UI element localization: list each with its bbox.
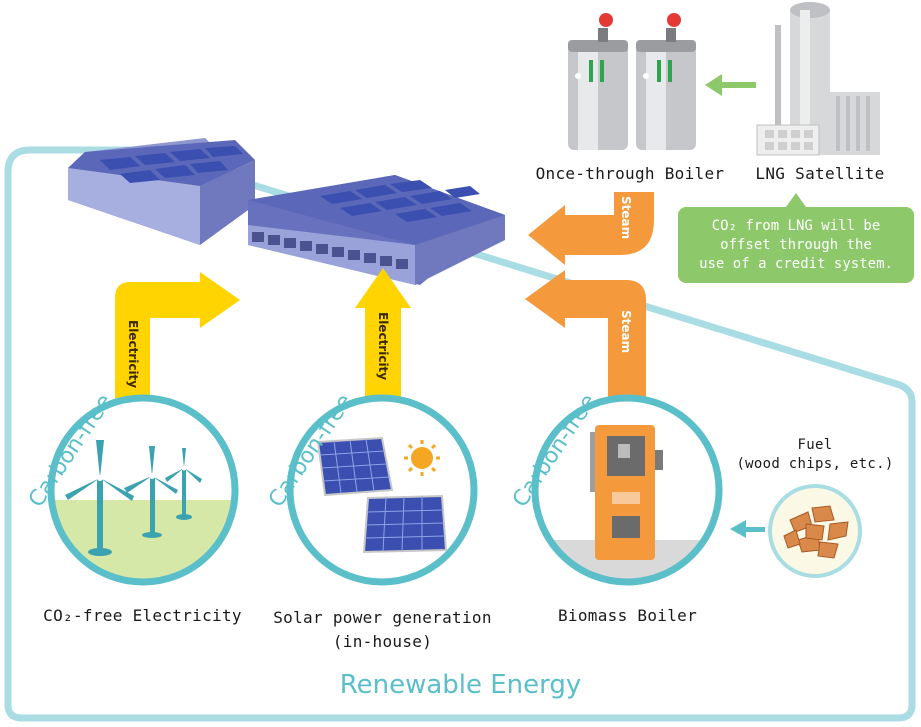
lng-satellite-label: LNG Satellite — [755, 164, 885, 183]
renewable-energy-boundary — [4, 146, 916, 722]
fuel-label-line2: (wood chips, etc.) — [736, 456, 894, 472]
steam-label-upper: Steam — [619, 196, 633, 240]
co2-offset-note: CO₂ from LNG will be offset through the … — [678, 193, 914, 283]
solar-power-label-line2: (in-house) — [332, 632, 433, 651]
gas-supply-arrow — [705, 74, 756, 96]
wood-chips-icon — [783, 505, 849, 559]
electricity-arrow-left — [115, 272, 240, 398]
once-through-boiler-icon — [568, 13, 696, 150]
co2-free-electricity-label: CO₂-free Electricity — [43, 606, 242, 625]
lng-satellite-icon — [756, 2, 880, 156]
electricity-label-middle: Electricity — [376, 312, 390, 381]
co2-note-line: offset through the — [720, 237, 872, 253]
solar-panel-icon — [316, 436, 448, 554]
biomass-boiler-label: Biomass Boiler — [557, 606, 698, 625]
fuel-supply-arrow — [730, 520, 765, 538]
biomass-boiler-icon — [590, 425, 663, 560]
wind-power-circle — [47, 394, 239, 586]
steam-arrow-lower — [525, 270, 646, 398]
solar-power-label: Solar power generation (in-house) — [260, 606, 505, 654]
wind-turbine-icon — [65, 440, 202, 556]
steam-label-lower: Steam — [619, 310, 633, 354]
fuel-label: Fuel (wood chips, etc.) — [730, 436, 900, 474]
fuel-label-line1: Fuel — [797, 437, 833, 453]
co2-note-line: CO₂ from LNG will be — [711, 218, 881, 234]
factory-icon — [68, 138, 505, 285]
once-through-boiler-label: Once-through Boiler — [535, 164, 725, 183]
sun-icon — [404, 440, 440, 476]
renewable-energy-title: Renewable Energy — [339, 670, 582, 700]
solar-power-circle — [286, 394, 478, 586]
co2-note-line: use of a credit system. — [699, 256, 893, 272]
steam-arrow-upper — [528, 192, 654, 265]
electricity-label-left: Electricity — [126, 320, 140, 389]
fuel-circle — [768, 484, 862, 578]
electricity-arrow-middle — [355, 268, 411, 398]
solar-power-label-line1: Solar power generation — [273, 608, 492, 627]
